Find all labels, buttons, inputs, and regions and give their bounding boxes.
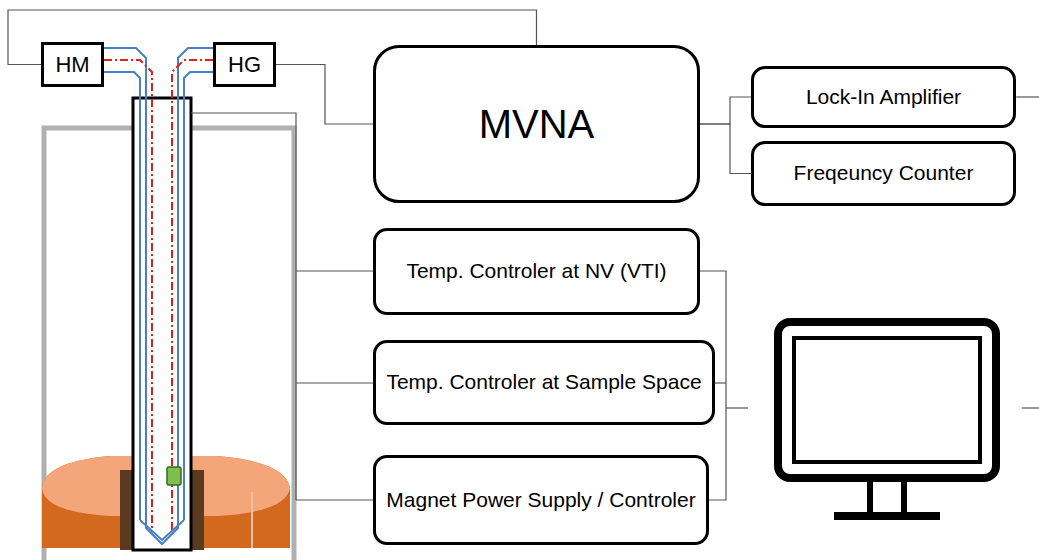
sample [167, 467, 181, 485]
instrument-box: MVNA [373, 45, 700, 203]
signal-line [276, 65, 373, 125]
node-label: Magnet Power Supply / Controler [386, 487, 695, 513]
waveguide [104, 48, 213, 546]
node-label: Temp. Controler at Sample Space [386, 369, 701, 395]
node-label: Temp. Controler at NV (VTI) [406, 258, 666, 284]
signal-line [700, 124, 751, 174]
instrument-box: Lock-In Amplifier [751, 66, 1016, 128]
node-label: HG [228, 51, 261, 79]
monitor-icon [778, 322, 996, 516]
node-label: HM [55, 51, 89, 79]
device-box: HM [41, 42, 104, 87]
controller-box: Temp. Controler at Sample Space [373, 340, 715, 425]
controller-box: Temp. Controler at NV (VTI) [373, 228, 700, 315]
node-label: Lock-In Amplifier [806, 84, 961, 110]
node-label: Freqeuncy Counter [794, 160, 974, 186]
device-box: HG [213, 42, 276, 87]
probe-tube [133, 98, 191, 550]
controller-box: Magnet Power Supply / Controler [373, 455, 709, 545]
instrument-box: Freqeuncy Counter [751, 141, 1016, 206]
signal-line [700, 97, 751, 124]
node-label: MVNA [479, 99, 595, 149]
